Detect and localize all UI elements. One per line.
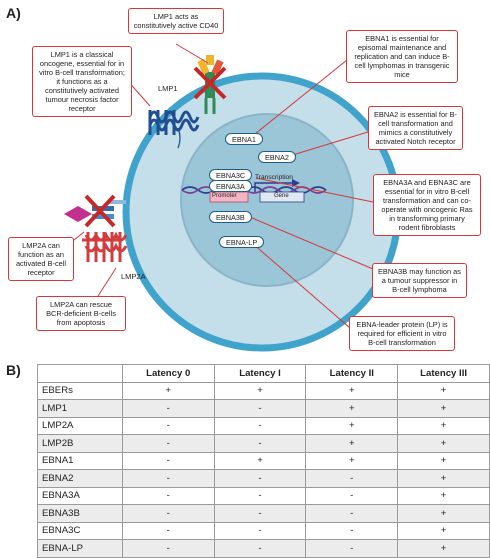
table-row: EBNA2---+ xyxy=(37,469,490,488)
table-header-cell: Latency 0 xyxy=(121,364,215,383)
lmp2a-label: LMP2A xyxy=(121,272,146,281)
table-cell: - xyxy=(213,469,307,488)
table-header-cell: Latency III xyxy=(397,364,490,383)
table-header-cell: Latency I xyxy=(213,364,307,383)
callout-lmp2a-bcr: LMP2A can function as an activated B-cel… xyxy=(8,237,74,281)
table-header-row: Latency 0 Latency I Latency II Latency I… xyxy=(37,364,490,383)
table-cell: + xyxy=(397,486,490,505)
callout-lmp2a-rescue: LMP2A can rescue BCR-deficient B-cells f… xyxy=(36,296,126,331)
table-row: EBNA1-+++ xyxy=(37,451,490,470)
table-cell: - xyxy=(121,486,215,505)
table-cell: + xyxy=(305,399,399,418)
table-row-label: EBERs xyxy=(37,381,123,400)
pill-ebna3a: EBNA3A xyxy=(209,180,252,192)
table-cell: - xyxy=(213,539,307,558)
table-cell: + xyxy=(305,381,399,400)
callout-lmp1-cd40: LMP1 acts as constitutively active CD40 xyxy=(128,8,224,34)
pill-ebna1: EBNA1 xyxy=(225,133,263,145)
table-row: EBNA3C---+ xyxy=(37,521,490,540)
table-cell: + xyxy=(213,381,307,400)
table-header-cell xyxy=(37,364,123,383)
table-row-label: LMP1 xyxy=(37,399,123,418)
table-cell: - xyxy=(213,486,307,505)
transcription-label: Transcription xyxy=(255,174,293,181)
table-row-label: LMP2B xyxy=(37,434,123,453)
table-cell: + xyxy=(305,451,399,470)
table-cell: + xyxy=(397,416,490,435)
lmp1-label: LMP1 xyxy=(158,84,178,93)
cell-diagram xyxy=(63,43,402,352)
table-row-label: LMP2A xyxy=(37,416,123,435)
pill-ebna2: EBNA2 xyxy=(258,151,296,163)
table-cell: + xyxy=(397,434,490,453)
table-cell: + xyxy=(121,381,215,400)
lmp2a-receptor xyxy=(82,231,128,262)
table-row-label: EBNA1 xyxy=(37,451,123,470)
table-cell: - xyxy=(121,399,215,418)
table-row-label: EBNA2 xyxy=(37,469,123,488)
table-row-label: EBNA-LP xyxy=(37,539,123,558)
transcription-arrowhead xyxy=(292,179,300,187)
panel-b-label: B) xyxy=(6,362,21,378)
table-cell: - xyxy=(213,521,307,540)
table-cell: - xyxy=(121,416,215,435)
lmp1-receptor xyxy=(148,110,200,149)
table-cell: + xyxy=(305,416,399,435)
table-body: EBERs++++LMP1--++LMP2A--++LMP2B--++EBNA1… xyxy=(37,381,490,558)
table-cell: - xyxy=(121,521,215,540)
promoter-label: Promoter xyxy=(212,193,237,199)
callout-ebna3a-3c: EBNA3A and EBNA3C are essential for in v… xyxy=(373,174,481,236)
table-row-label: EBNA3B xyxy=(37,504,123,523)
table-cell: + xyxy=(397,539,490,558)
table-cell: - xyxy=(121,434,215,453)
gene-label: Gene xyxy=(274,193,289,199)
table-row: LMP1--++ xyxy=(37,399,490,418)
table-header-cell: Latency II xyxy=(305,364,399,383)
table-cell: - xyxy=(121,469,215,488)
table-row: EBERs++++ xyxy=(37,381,490,400)
promoter-box xyxy=(209,191,249,203)
gene-box xyxy=(259,191,305,203)
table-row: LMP2B--++ xyxy=(37,434,490,453)
table-row-label: EBNA3A xyxy=(37,486,123,505)
table-cell: - xyxy=(213,504,307,523)
panel-a-label: A) xyxy=(6,5,21,21)
table-cell: - xyxy=(305,521,399,540)
table-cell: - xyxy=(305,539,399,558)
callout-ebna1: EBNA1 is essential for episomal maintena… xyxy=(346,30,458,83)
table-cell: - xyxy=(121,504,215,523)
table-row-label: EBNA3C xyxy=(37,521,123,540)
table-cell: + xyxy=(397,399,490,418)
table-cell: + xyxy=(213,451,307,470)
bcr-receptor xyxy=(64,194,126,228)
table-cell: - xyxy=(213,399,307,418)
table-row: EBNA-LP---+ xyxy=(37,539,490,558)
callout-ebna-lp: EBNA-leader protein (LP) is required for… xyxy=(349,316,455,351)
table-cell: - xyxy=(121,451,215,470)
table-cell: - xyxy=(213,416,307,435)
table-row: EBNA3B---+ xyxy=(37,504,490,523)
table-row: LMP2A--++ xyxy=(37,416,490,435)
table-cell: - xyxy=(305,486,399,505)
pill-ebna3b: EBNA3B xyxy=(209,211,252,223)
table-cell: + xyxy=(397,521,490,540)
table-cell: + xyxy=(305,434,399,453)
table-cell: + xyxy=(397,381,490,400)
table-cell: + xyxy=(397,469,490,488)
table-cell: - xyxy=(121,539,215,558)
callout-ebna2: EBNA2 is essential for B-cell transforma… xyxy=(368,106,463,150)
cd40-receptor xyxy=(193,55,227,114)
latency-table: Latency 0 Latency I Latency II Latency I… xyxy=(37,364,490,558)
table-row: EBNA3A---+ xyxy=(37,486,490,505)
pill-ebna-lp: EBNA-LP xyxy=(219,236,265,248)
table-cell: - xyxy=(305,469,399,488)
callout-ebna3b: EBNA3B may function as a tumour suppress… xyxy=(372,263,467,298)
table-cell: - xyxy=(213,434,307,453)
table-cell: - xyxy=(305,504,399,523)
callout-lmp1-oncogene: LMP1 is a classical oncogene, essential … xyxy=(32,46,132,117)
table-cell: + xyxy=(397,451,490,470)
table-cell: + xyxy=(397,504,490,523)
